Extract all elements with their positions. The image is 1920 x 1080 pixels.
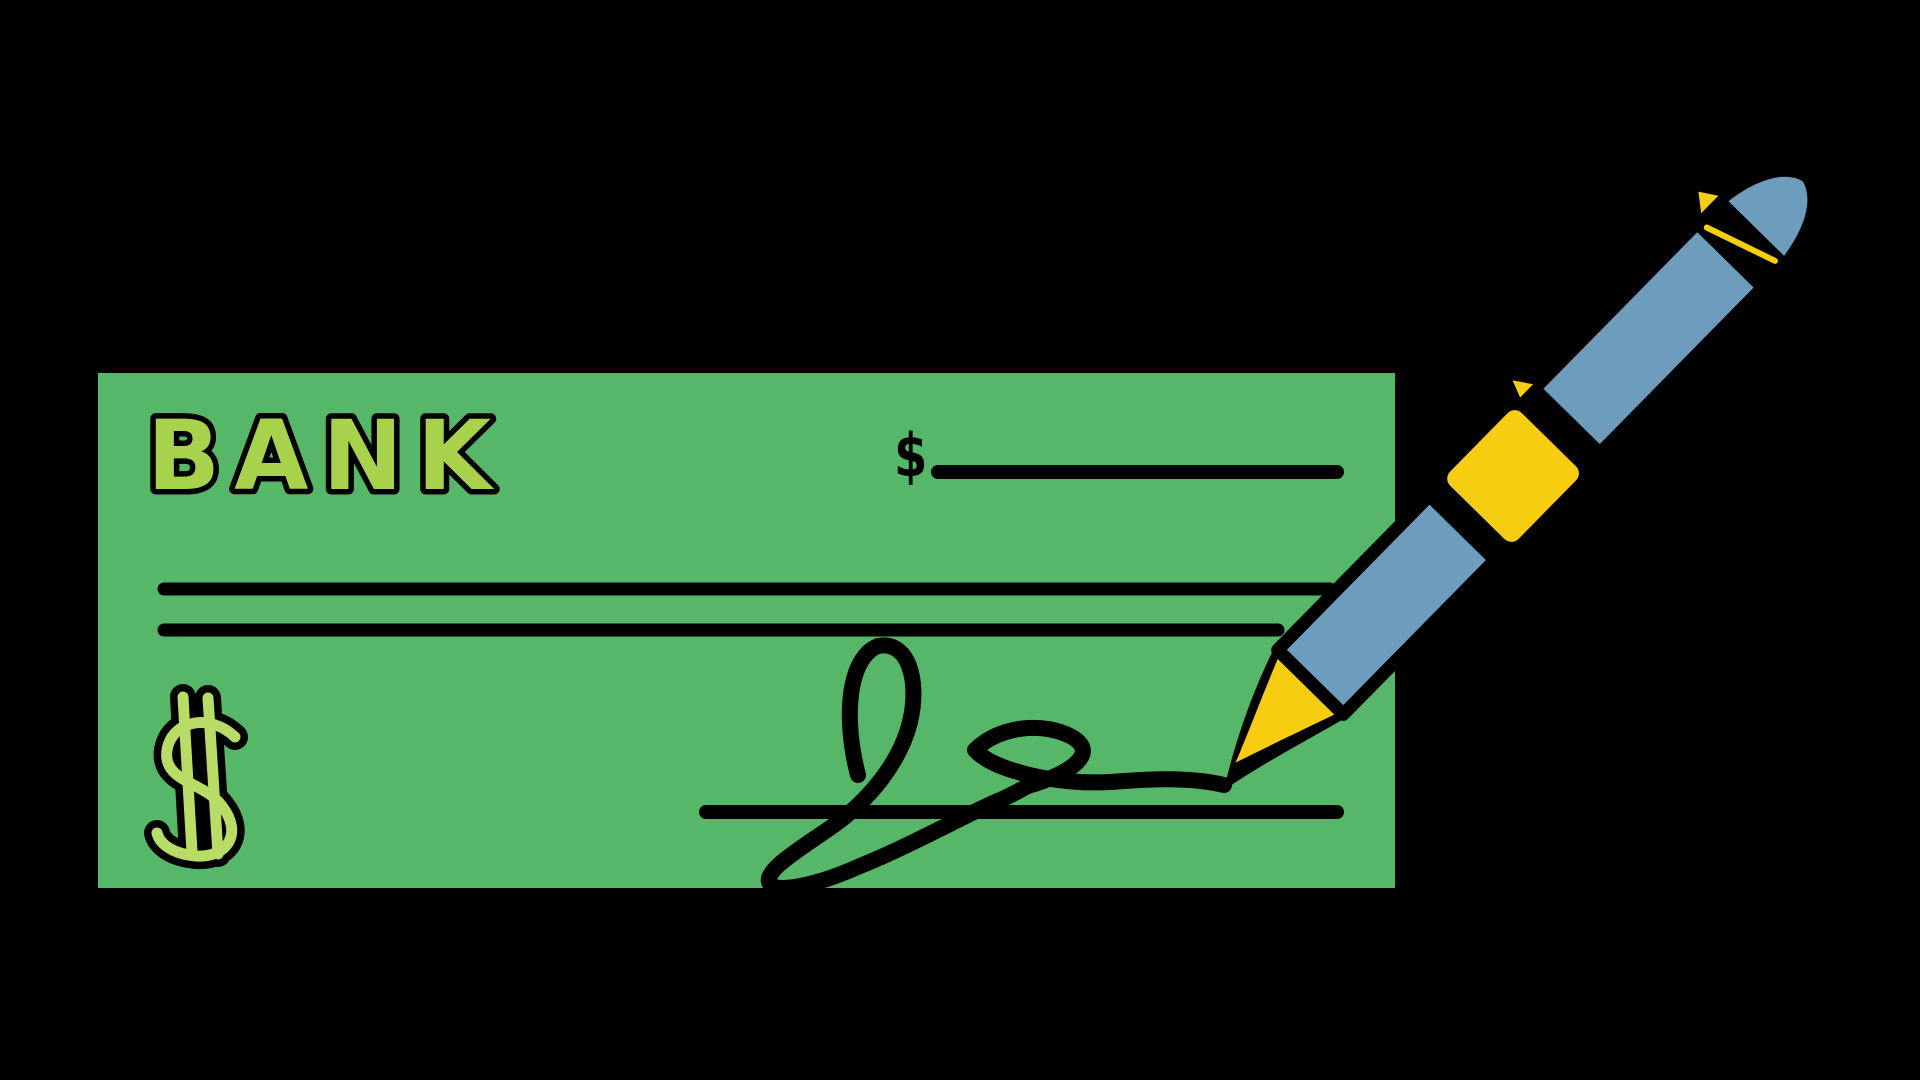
pen-cap-seam-highlight bbox=[1703, 224, 1778, 264]
pen bbox=[1223, 163, 1821, 791]
dollar-sign-icon bbox=[144, 684, 248, 870]
dollar-bar1 bbox=[177, 691, 198, 858]
amount-currency-symbol: $ bbox=[894, 421, 927, 491]
pen-clip-top-icon bbox=[1689, 182, 1731, 226]
check: BANK $ bbox=[98, 373, 1395, 896]
signature-scribble bbox=[761, 637, 1232, 896]
dollar-bar2 bbox=[202, 692, 224, 860]
pen-nib bbox=[1235, 652, 1341, 763]
pen-clip-tip-icon bbox=[1501, 370, 1546, 409]
pen-band bbox=[1447, 410, 1579, 542]
bank-name-text: BANK bbox=[147, 400, 505, 512]
